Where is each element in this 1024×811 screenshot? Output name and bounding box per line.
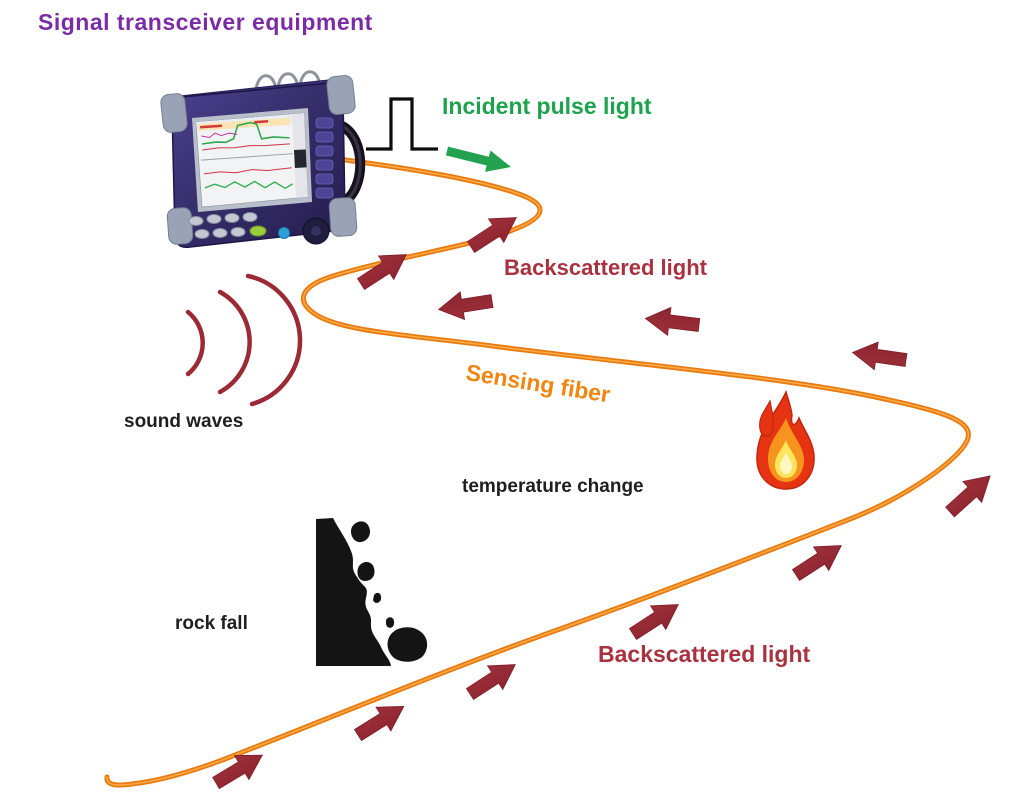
rock-fall-icon: [316, 518, 428, 666]
corner-bumpers: [160, 75, 358, 245]
green-incident-arrow: [445, 146, 512, 172]
backscattered-light-label-top: Backscattered light: [504, 255, 707, 280]
backscattered-light-label-bottom: Backscattered light: [598, 641, 811, 667]
rock-fall-label: rock fall: [175, 613, 248, 634]
sound-waves-label: sound waves: [124, 411, 244, 432]
incident-pulse-light-label: Incident pulse light: [442, 93, 652, 119]
otdr-transceiver-device: [160, 70, 366, 249]
front-buttons: [188, 212, 330, 245]
device-handle: [337, 121, 366, 207]
screen-traces: [196, 113, 308, 198]
sensing-fiber-label: Sensing fiber: [464, 359, 613, 408]
flame-icon: [756, 389, 815, 490]
square-pulse-icon: [366, 97, 438, 151]
temperature-change-label: temperature change: [462, 476, 644, 497]
diagram-title: Signal transceiver equipment: [38, 9, 373, 35]
sound-waves-icon: [185, 273, 303, 407]
soft-key-buttons: [315, 117, 334, 199]
d-pad: [302, 217, 330, 245]
